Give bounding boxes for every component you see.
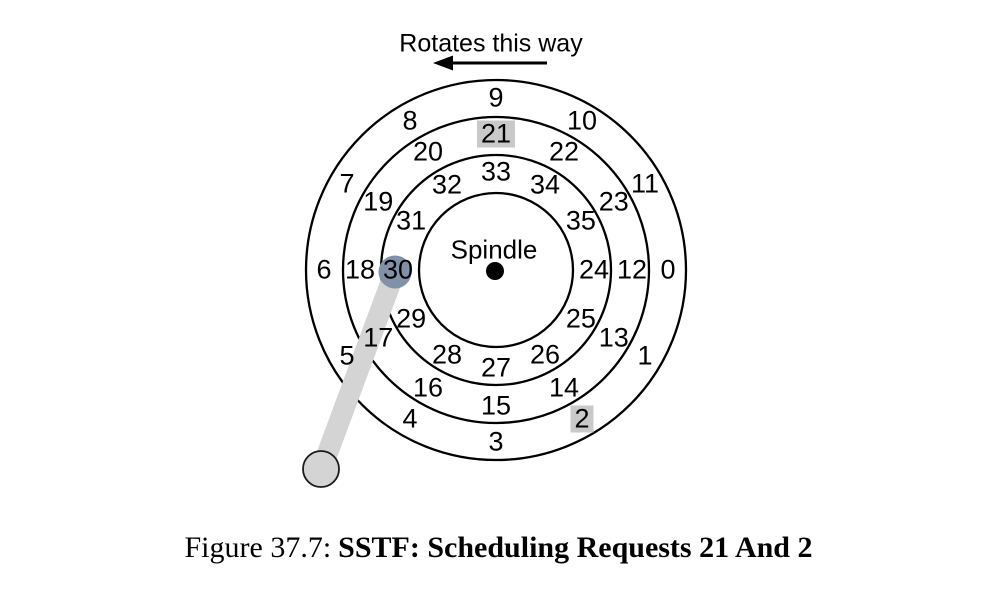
- disk-head: [378, 255, 412, 289]
- track-circle-outer: [304, 78, 688, 462]
- caption-figure-number: Figure 37.7:: [184, 531, 332, 564]
- spindle-dot-icon: [486, 262, 504, 280]
- spindle-label: Spindle: [450, 234, 538, 265]
- caption-title: SSTF: Scheduling Requests 21 And 2: [338, 531, 813, 564]
- rotation-direction-label: Rotates this way: [399, 29, 583, 58]
- rotation-arrow-icon: [433, 55, 547, 71]
- track-circle-inner: [417, 191, 575, 349]
- figure-caption: Figure 37.7:SSTF: Scheduling Requests 21…: [0, 531, 997, 565]
- disk-arm-pivot: [302, 450, 340, 488]
- disk-arm: [311, 263, 405, 479]
- track-circle-2: [341, 115, 651, 425]
